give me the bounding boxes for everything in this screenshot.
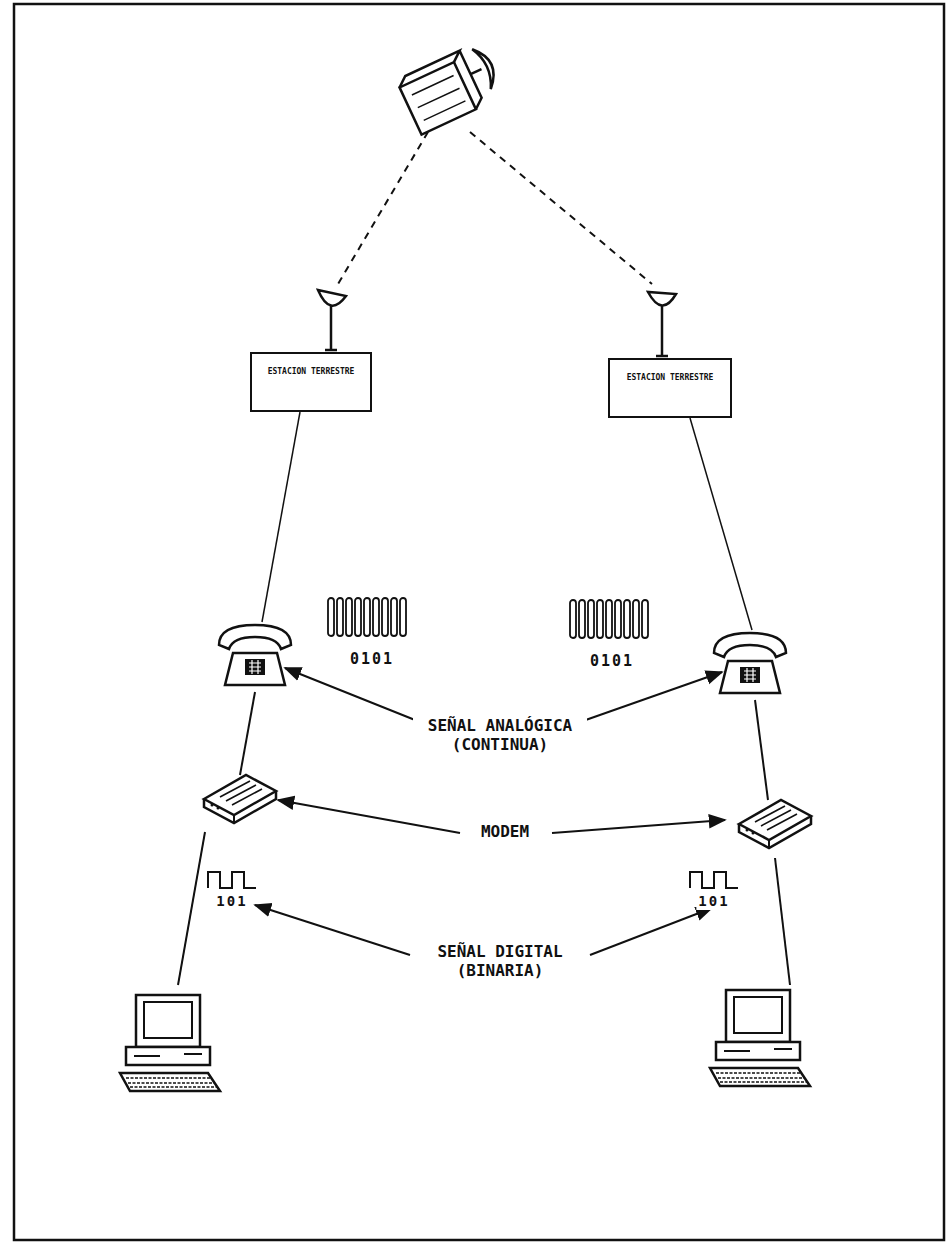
phone-icon xyxy=(219,625,291,685)
station-box: ESTACION TERRESTRE xyxy=(608,358,732,418)
station-label: ESTACION TERRESTRE xyxy=(268,367,355,376)
phone-icon xyxy=(714,633,786,693)
computer-icon xyxy=(120,995,220,1091)
modem-icon xyxy=(739,800,811,848)
analog-wave xyxy=(570,600,648,638)
signal-value: 101 xyxy=(696,893,731,910)
signal-value: 0101 xyxy=(348,650,396,668)
modem-icon xyxy=(204,775,276,823)
station-label: ESTACION TERRESTRE xyxy=(627,373,714,382)
signal-value: 0101 xyxy=(588,652,636,670)
computer-icon xyxy=(710,990,810,1086)
signal-value: 101 xyxy=(214,893,249,910)
analog-wave xyxy=(328,598,406,636)
signal-caption: SEÑAL DIGITAL (BINARIA) xyxy=(418,942,582,980)
signal-value: MODEM xyxy=(479,822,531,841)
signal-caption: SEÑAL ANALÓGICA (CONTINUA) xyxy=(413,716,587,754)
station-box: ESTACION TERRESTRE xyxy=(250,352,372,412)
